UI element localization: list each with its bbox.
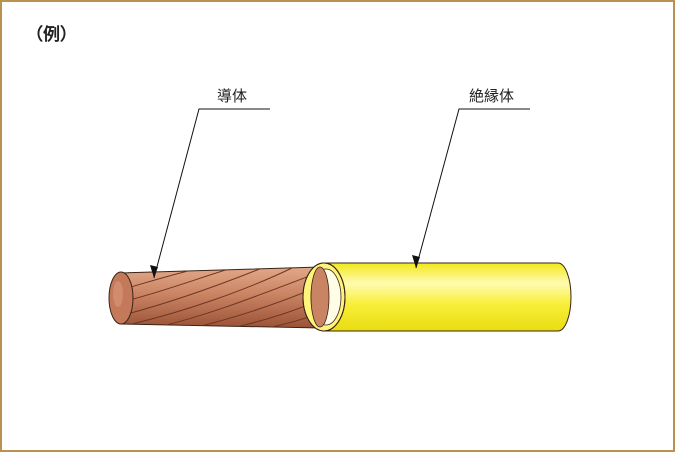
conductor-callout [153, 108, 270, 279]
conductor-label: 導体 [217, 87, 248, 105]
conductor-arrowhead [150, 265, 158, 278]
insulator-body [323, 262, 572, 332]
example-label: （例） [26, 25, 77, 45]
insulator-label: 絶縁体 [469, 87, 515, 105]
insulator-arrowhead [412, 255, 420, 268]
insulator-callout [415, 108, 530, 269]
insulator-opening [302, 262, 346, 332]
conductor-body [119, 266, 321, 329]
